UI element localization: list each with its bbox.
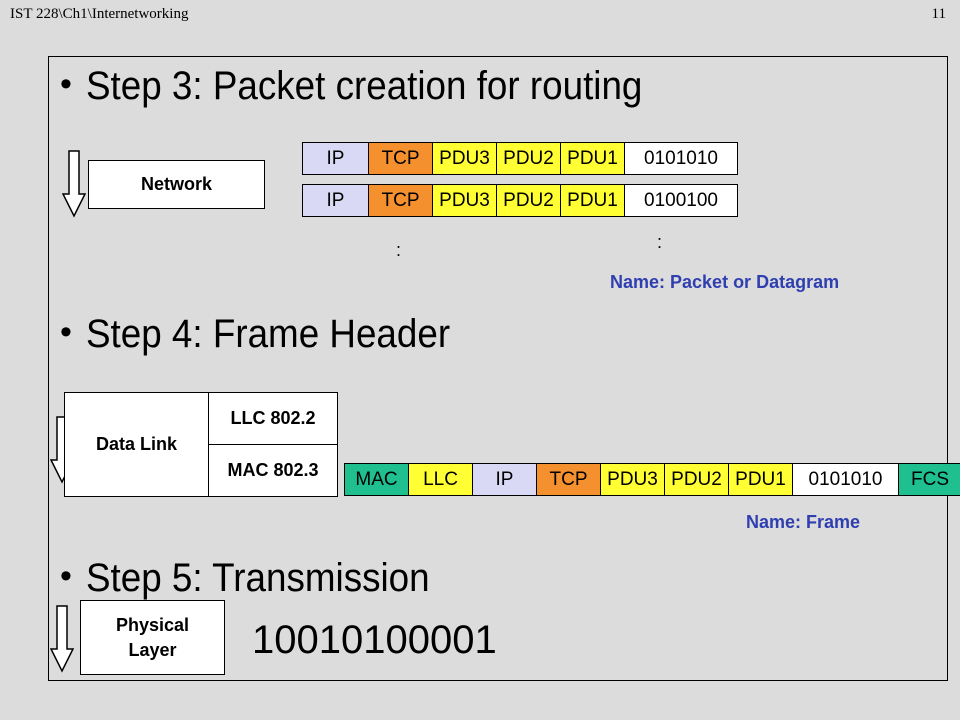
bullet-dot: • bbox=[60, 557, 72, 595]
step4-label: Step 4: Frame Header bbox=[85, 312, 450, 356]
frame-tcp-cell: TCP bbox=[537, 464, 601, 495]
packet-data-cell: 0101010 bbox=[625, 143, 737, 174]
frame-pdu3-cell: PDU3 bbox=[601, 464, 665, 495]
packet-pdu3-cell: PDU3 bbox=[433, 185, 497, 216]
frame-row: MAC LLC IP TCP PDU3 PDU2 PDU1 0101010 FC… bbox=[344, 463, 960, 496]
step3-bullet: • Step 3: Packet creation for routing bbox=[60, 64, 691, 109]
packet-tcp-cell: TCP bbox=[369, 143, 433, 174]
llc-sublayer-box: LLC 802.2 bbox=[208, 392, 338, 445]
packet-pdu1-cell: PDU1 bbox=[561, 185, 625, 216]
frame-name-label: Name: Frame bbox=[746, 512, 861, 532]
network-layer-box: Network bbox=[88, 160, 265, 209]
down-arrow-icon bbox=[50, 605, 74, 673]
packet-pdu3-cell: PDU3 bbox=[433, 143, 497, 174]
datalink-layer-box: Data Link bbox=[64, 392, 209, 497]
ellipsis-left: : bbox=[396, 240, 402, 260]
step5-bullet: • Step 5: Transmission bbox=[60, 556, 459, 601]
packet-name-label: Name: Packet or Datagram bbox=[610, 272, 840, 292]
packet-ip-cell: IP bbox=[303, 185, 369, 216]
mac-sublayer-box: MAC 802.3 bbox=[208, 444, 338, 497]
packet-pdu2-cell: PDU2 bbox=[497, 143, 561, 174]
frame-fcs-cell: FCS bbox=[899, 464, 960, 495]
packet-data-cell: 0100100 bbox=[625, 185, 737, 216]
slide-header-title: IST 228\Ch1\Internetworking bbox=[10, 6, 189, 22]
frame-pdu1-cell: PDU1 bbox=[729, 464, 793, 495]
frame-data-cell: 0101010 bbox=[793, 464, 899, 495]
packet-tcp-cell: TCP bbox=[369, 185, 433, 216]
physical-layer-box: Physical Layer bbox=[80, 600, 225, 675]
packet-pdu2-cell: PDU2 bbox=[497, 185, 561, 216]
slide-page-number: 11 bbox=[931, 6, 946, 22]
packet-row-1: IP TCP PDU3 PDU2 PDU1 0101010 bbox=[302, 142, 738, 175]
frame-pdu2-cell: PDU2 bbox=[665, 464, 729, 495]
down-arrow-icon bbox=[62, 150, 86, 218]
physical-layer-label-line2: Layer bbox=[128, 639, 177, 660]
step3-label: Step 3: Packet creation for routing bbox=[85, 64, 643, 108]
frame-ip-cell: IP bbox=[473, 464, 537, 495]
packet-row-2: IP TCP PDU3 PDU2 PDU1 0100100 bbox=[302, 184, 738, 217]
bullet-dot: • bbox=[60, 65, 72, 103]
packet-ip-cell: IP bbox=[303, 143, 369, 174]
bullet-dot: • bbox=[60, 313, 72, 351]
step5-label: Step 5: Transmission bbox=[85, 556, 430, 600]
frame-mac-cell: MAC bbox=[345, 464, 409, 495]
physical-layer-label-line1: Physical bbox=[115, 615, 190, 636]
ellipsis-right: : bbox=[657, 232, 663, 252]
step4-bullet: • Step 4: Frame Header bbox=[60, 312, 482, 357]
frame-llc-cell: LLC bbox=[409, 464, 473, 495]
packet-pdu1-cell: PDU1 bbox=[561, 143, 625, 174]
transmission-bits: 10010100001 bbox=[252, 618, 497, 662]
